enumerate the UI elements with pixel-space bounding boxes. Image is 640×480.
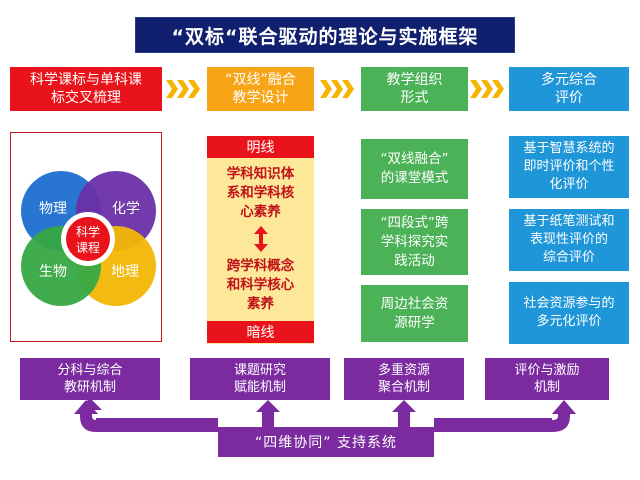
text-line: 周边社会资 — [380, 295, 449, 312]
arrow-head-mid-left — [256, 400, 280, 412]
text-line: 系和学科核 — [226, 184, 295, 201]
text-line: 和科学核心 — [226, 276, 295, 293]
text-line: 综合评价 — [542, 250, 595, 265]
arrow-curve-right — [552, 412, 570, 432]
venn-label-biology: 生物 — [39, 264, 67, 280]
text-line: 多重资源 — [377, 363, 430, 378]
mechanism-evaluation-incentive: 评价与激励机制 — [485, 358, 609, 400]
text-line: 化评价 — [549, 177, 589, 192]
support-arrows — [74, 398, 576, 432]
text-line: 课题研究 — [233, 363, 286, 378]
chevron-right-icon — [166, 80, 202, 98]
header-line: 教学设计 — [232, 90, 289, 106]
eval-item-smart-system: 基于智慧系统的即时评价和个性化评价 — [509, 136, 629, 198]
venn-label-physics: 物理 — [39, 201, 67, 217]
arrow-shaft-mid-right — [398, 410, 410, 428]
text-line: 机制 — [533, 380, 560, 395]
header-line: 标交叉梳理 — [51, 90, 121, 106]
text-line: 教研机制 — [63, 380, 116, 395]
venn-label-geography: 地理 — [111, 264, 139, 280]
eval-item-comprehensive: 基于纸笔测试和表现性评价的综合评价 — [509, 209, 629, 271]
text-line: “双线融合” — [380, 151, 449, 167]
text-line: 社会资源参与的 — [523, 296, 615, 311]
mechanism-resource-aggregation: 多重资源聚合机制 — [344, 358, 464, 400]
arrow-head-left — [74, 400, 98, 414]
org-item-inquiry-activity: “四段式”跨学科探究实践活动 — [361, 209, 468, 275]
text-line: 分科与综合 — [57, 363, 123, 378]
venn-label-chemistry: 化学 — [112, 201, 140, 217]
support-system-label: “四维协同” 支持系统 — [218, 427, 434, 457]
venn-center-label: 科学 — [76, 224, 100, 239]
mechanism-project-empowerment: 课题研究赋能机制 — [190, 358, 330, 400]
mechanism-research-teaching: 分科与综合教研机制 — [20, 358, 160, 400]
arrow-shaft-right — [434, 418, 552, 432]
text-line: 多元化评价 — [536, 314, 602, 329]
text-line: 素养 — [247, 295, 274, 312]
venn-center-label: 课程 — [76, 240, 100, 255]
implicit-line-text: 跨学科概念和科学核心素养 — [212, 254, 309, 316]
arrow-shaft-left — [96, 418, 218, 432]
header-line: 形式 — [400, 90, 429, 106]
text-line: 即时评价和个性 — [523, 159, 615, 174]
eval-item-social-resources: 社会资源参与的多元化评价 — [509, 282, 629, 344]
header-line: 评价 — [555, 90, 583, 106]
text-line: 学科探究实 — [380, 233, 449, 250]
explicit-line-label: 明线 — [207, 136, 314, 158]
header-line: 教学组织 — [386, 72, 443, 88]
text-line: 践活动 — [394, 252, 435, 269]
text-line: 跨学科概念 — [226, 257, 295, 274]
explicit-line-text: 学科知识体系和学科核心素养 — [212, 162, 309, 224]
subject-venn-panel: 物理 化学 生物 地理 科学 课程 — [10, 132, 162, 342]
text-line: 表现性评价的 — [529, 232, 608, 247]
text-line: 赋能机制 — [233, 380, 286, 395]
subject-venn-diagram: 物理 化学 生物 地理 科学 课程 — [21, 171, 156, 306]
arrow-head-mid-right — [392, 400, 416, 412]
text-line: 评价与激励 — [514, 363, 580, 378]
header-curriculum-mapping: 科学课标与单科课标交叉梳理 — [10, 67, 162, 111]
text-line: 聚合机制 — [377, 380, 430, 395]
header-line: 多元综合 — [541, 72, 597, 88]
header-dual-line-design: “双线”融合教学设计 — [207, 67, 314, 111]
org-item-classroom-mode: “双线融合” 的课堂模式 — [361, 139, 468, 199]
arrow-curve-left — [80, 412, 96, 432]
implicit-line-label: 暗线 — [207, 321, 314, 343]
org-item-social-study: 周边社会资源研学 — [361, 285, 468, 342]
text-line: 的课堂模式 — [380, 170, 449, 186]
arrow-head-right — [552, 400, 576, 414]
arrow-shaft-mid-left — [262, 410, 274, 428]
text-line: 基于智慧系统的 — [523, 141, 615, 156]
header-line: 科学课标与单科课 — [30, 72, 142, 88]
double-arrow-icon — [252, 226, 270, 252]
header-teaching-organization: 教学组织形式 — [361, 67, 468, 111]
text-line: 学科知识体 — [226, 165, 295, 182]
text-line: 基于纸笔测试和 — [523, 214, 615, 229]
text-line: 源研学 — [394, 314, 435, 331]
header-line: “双线”融合 — [225, 72, 296, 88]
page-title: “双标“联合驱动的理论与实施框架 — [135, 17, 515, 53]
text-line: “四段式”跨 — [380, 214, 449, 231]
text-line: 心素养 — [240, 203, 281, 220]
venn-center-core — [66, 217, 110, 261]
header-evaluation: 多元综合评价 — [509, 67, 629, 111]
chevron-right-icon — [470, 80, 506, 98]
chevron-right-icon — [320, 80, 356, 98]
